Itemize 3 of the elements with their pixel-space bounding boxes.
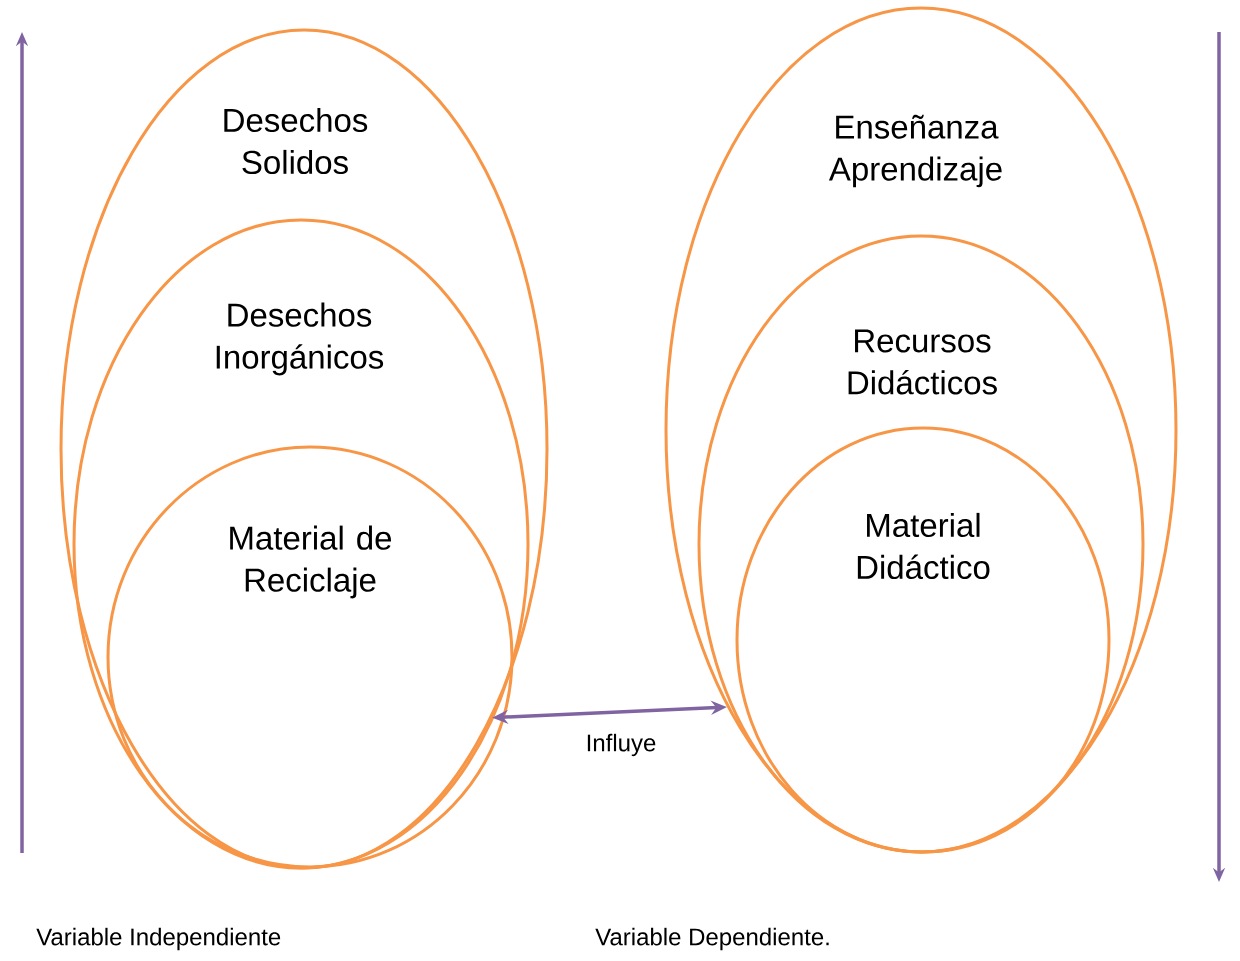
axis-label: Variable Independiente <box>36 927 281 951</box>
axis-label: Variable Dependiente. <box>595 927 829 951</box>
edge-label: Influye <box>583 731 659 759</box>
